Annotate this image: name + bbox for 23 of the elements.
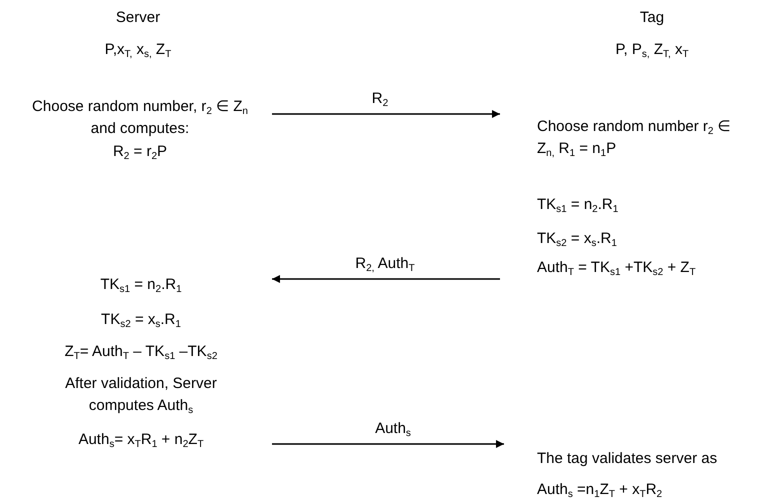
formula-text: Auth$_{s}$= x$_{T}$R$_{1}$ + n$_{2}$Z$_{T}$: [77, 430, 205, 451]
formula-text: Auth$_{s}$ =n$_{1}$Z$_{T}$ + x$_{T}$R$_{2}$: [536, 480, 664, 501]
arrow: [272, 110, 500, 118]
parameter-list: P, P$_{s,}$ Z$_{T,}$ x$_{T}$: [615, 40, 689, 60]
edge-label: R$_{2,}$ Auth$_{T}$: [353, 255, 417, 273]
formula-text: TK$_{s2}$ = x$_{s}$.R$_{1}$: [536, 229, 618, 250]
formula-text: After validation, Server computes Auth$_{s}$: [64, 374, 218, 417]
participant-name: Server: [116, 8, 160, 28]
formula-text: R$_{2}$ = r$_{2}$P: [112, 142, 168, 163]
arrow: [272, 440, 504, 448]
formula-text: TK$_{s2}$ = x$_{s}$.R$_{1}$: [100, 310, 182, 331]
arrow: [272, 275, 500, 283]
formula-text: TK$_{s1}$ = n$_{2}$.R$_{1}$: [536, 195, 620, 216]
edge-label: R$_{2}$: [370, 90, 390, 108]
parameter-list: P,x$_{T,}$ x$_{s,}$ Z$_{T}$: [104, 40, 172, 60]
formula-text: The tag validates server as: [536, 449, 718, 469]
participant-name: Tag: [640, 8, 664, 28]
formula-text: Z$_{T}$= Auth$_{T}$ – TK$_{s1}$ –TK$_{s2}$: [64, 342, 218, 363]
formula-text: Choose random number, r$_{2}$ ∈ Z$_{n}$ and computes:: [31, 97, 249, 139]
edge-label: Auth$_{s}$: [373, 420, 413, 438]
formula-text: Auth$_{T}$ = TK$_{s1}$ +TK$_{s2}$ + Z$_{T}$: [536, 258, 697, 279]
formula-text: TK$_{s1}$ = n$_{2}$.R$_{1}$: [99, 275, 183, 296]
formula-text: Choose random number r$_{2}$ ∈ Z$_{n,}$ R$_{1}$ = n$_{1}$P: [536, 117, 732, 160]
